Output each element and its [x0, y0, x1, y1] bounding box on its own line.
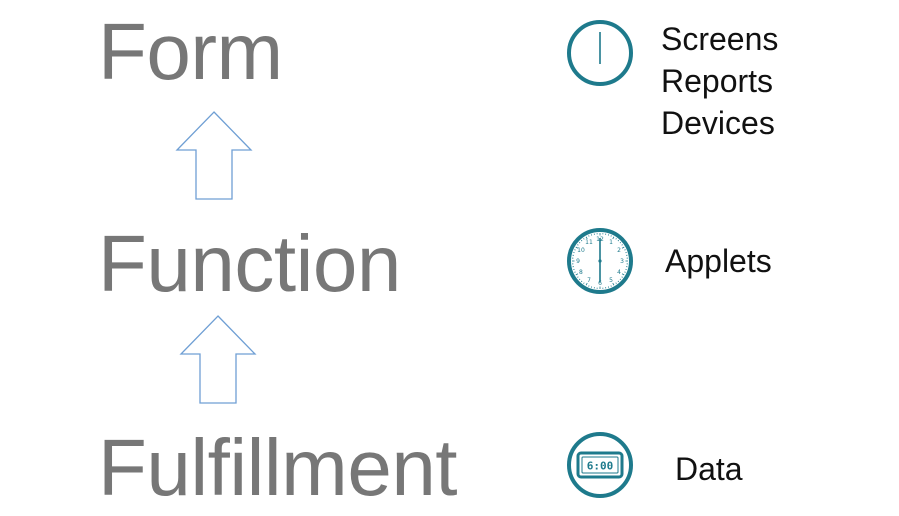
clock-tick [575, 246, 579, 249]
clock-number: 7 [587, 277, 591, 284]
clock-tick [621, 276, 623, 278]
up-arrow-icon [175, 111, 253, 200]
clock-tick [585, 236, 588, 240]
fulfillment-label-list: Data [675, 448, 743, 490]
clock-tick [577, 276, 579, 278]
analog-clock-icon [567, 20, 633, 86]
clock-number: 8 [579, 269, 583, 276]
clock-number: 11 [585, 239, 593, 246]
label-applets: Applets [665, 243, 772, 279]
clock-number: 3 [620, 258, 624, 265]
label-devices: Devices [661, 105, 775, 141]
clock-tick [621, 246, 625, 249]
layer-title-function: Function [98, 219, 401, 308]
clock-face-icon: 121234567891011 [567, 228, 633, 294]
form-label-list: Screens Reports Devices [661, 18, 778, 144]
label-reports: Reports [661, 63, 774, 99]
clock-tick [578, 278, 581, 281]
clock-number: 2 [617, 247, 621, 254]
label-screens: Screens [661, 21, 779, 57]
clock-tick [615, 238, 617, 240]
clock-tick [621, 273, 625, 276]
digital-clock-readout: 6:00 [587, 460, 614, 473]
clock-number: 6 [598, 280, 602, 287]
clock-tick [612, 236, 615, 240]
layer-title-fulfillment: Fulfillment [98, 423, 458, 512]
clock-tick [583, 238, 585, 240]
label-data: Data [675, 451, 743, 487]
clock-number: 10 [577, 247, 585, 254]
clock-number: 4 [617, 269, 621, 276]
clock-tick [619, 278, 622, 281]
clock-tick [583, 282, 585, 284]
clock-tick [580, 239, 583, 242]
clock-tick [577, 244, 579, 246]
digital-clock-icon: 6:00 [567, 432, 633, 498]
clock-tick [578, 241, 581, 244]
clock-tick [612, 282, 615, 286]
clock-number: 5 [609, 277, 613, 284]
clock-tick [617, 280, 620, 283]
clock-number: 9 [576, 258, 580, 265]
clock-number: 1 [609, 239, 613, 246]
clock-tick [621, 244, 623, 246]
clock-tick [580, 280, 583, 283]
clock-tick [615, 282, 617, 284]
layer-title-form: Form [98, 7, 283, 96]
clock-tick [619, 241, 622, 244]
function-label-list: Applets [665, 240, 772, 282]
clock-tick [585, 282, 588, 286]
up-arrow-icon [179, 315, 257, 404]
clock-tick [575, 273, 579, 276]
clock-tick [617, 239, 620, 242]
